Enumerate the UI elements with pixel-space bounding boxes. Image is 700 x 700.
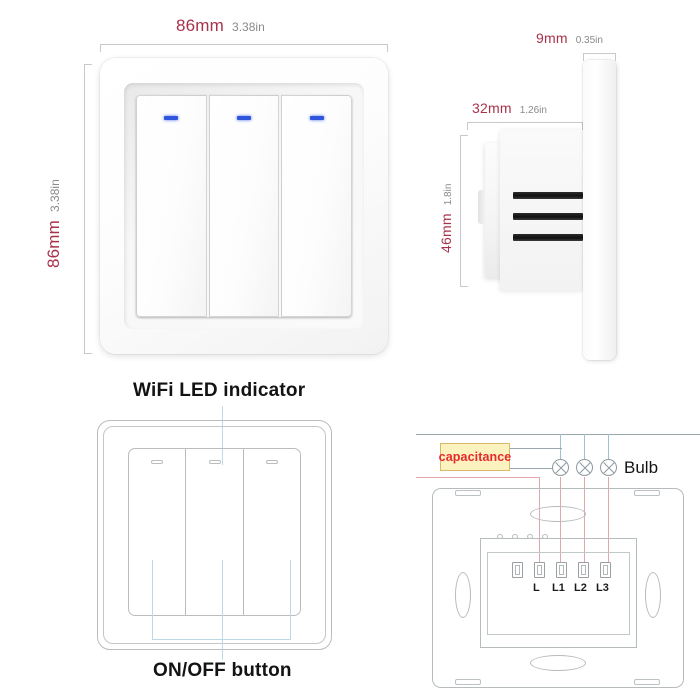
bulb-feed-line-2 [584,434,586,468]
height-bracket [84,64,92,354]
backbox-oval-top [530,506,586,522]
terminal-block-L [534,562,545,578]
onoff-leader-1 [152,560,154,639]
lineart-outer-frame [97,420,332,650]
onoff-leader-bus [152,639,291,641]
depth-bracket [467,122,583,130]
lineart-inner-frame [103,426,326,644]
led-indicator-icon-2 [237,115,251,120]
lineart-led-icon-3 [266,460,279,465]
terminal-label-L1: L1 [552,582,565,594]
module-side-tab [478,190,485,224]
width-in-text: 3.38in [232,20,265,34]
lineart-led-icon-2 [208,460,221,465]
led-indicator-icon-1 [164,115,179,120]
terminal-block-0 [512,562,523,578]
thickness-in-text: 0.35in [575,35,603,46]
terminal-label-L: L [533,582,540,594]
wifi-led-leader-line [222,406,224,465]
switch-rocker-group [136,95,352,317]
led-indicator-icon-3 [309,115,324,120]
depth-in-text: 1.26in [519,105,547,116]
switch-lineart [97,420,332,650]
rocker-button-3[interactable] [281,95,352,317]
onoff-callout-label: ON/OFF button [153,660,292,681]
terminal-slot-1 [513,192,583,199]
backbox-hole-4 [542,534,548,539]
backbox-oval-right [645,572,661,618]
onoff-leader-2 [222,560,224,660]
thickness-mm-text: 9mm [536,30,568,46]
switch-module-midsection [500,130,583,292]
wire-to-L3 [608,477,610,577]
backbox-ear-top-left [455,490,481,496]
capacitance-component: capacitance [438,443,512,471]
capacitance-label: capacitance [438,450,512,464]
terminal-slot-3 [513,234,583,241]
terminal-label-L3: L3 [596,582,609,594]
backbox-oval-left [455,572,471,618]
backbox-ear-top-right [634,490,660,496]
capacitance-return-h [416,477,540,479]
backbox-ear-bottom-right [634,679,660,685]
bulb-icon-3 [600,459,617,476]
wifi-led-callout-label: WiFi LED indicator [133,380,306,401]
capacitance-lead-top [510,448,562,449]
lineart-rocker-group [127,447,302,616]
bulb-feed-line-1 [560,434,562,468]
wire-to-L1 [560,477,562,577]
lineart-rocker-3[interactable] [242,448,301,615]
width-mm-text: 86mm [176,16,225,35]
backbox-module-plate [480,538,637,648]
onoff-leader-3 [290,560,292,639]
rocker-button-1[interactable] [136,95,207,317]
bulb-icon-2 [576,459,593,476]
thickness-dimension-label: 9mm 0.35in [536,30,603,46]
switch-front-photo [100,58,388,354]
lineart-rocker-2[interactable] [185,448,243,615]
backbox-hole-3 [527,534,533,539]
backbox-ear-bottom-left [455,679,481,685]
backbox-module-inner [487,552,630,635]
faceplate-edge [583,60,616,360]
bulb-feed-line-3 [608,434,610,468]
bulb-label: Bulb [624,458,659,477]
lineart-rocker-1[interactable] [129,449,186,615]
lineart-led-icon-1 [150,460,163,465]
thickness-bracket [583,53,616,61]
rocker-button-2[interactable] [208,95,280,317]
depth-dimension-label: 32mm 1.26in [472,100,547,116]
terminal-slot-2 [513,213,583,220]
backbox-hole-1 [497,534,503,539]
backbox-hole-2 [512,534,518,539]
supply-bus-line [416,434,700,435]
module-height-bracket [460,135,468,287]
backbox-faceplate-outline [432,488,684,688]
terminal-block-L3 [600,562,611,578]
terminal-block-L2 [578,562,589,578]
capacitance-return-v [539,477,541,577]
bulb-icon-1 [552,459,569,476]
depth-mm-text: 32mm [472,100,512,116]
wire-to-L2 [584,477,586,577]
backbox-oval-bottom [530,655,586,671]
width-dimension-label: 86mm 3.38in [176,16,265,36]
terminal-label-L2: L2 [574,582,587,594]
capacitance-lead-bottom [510,468,562,469]
terminal-block-L1 [556,562,567,578]
width-bracket [100,44,388,52]
